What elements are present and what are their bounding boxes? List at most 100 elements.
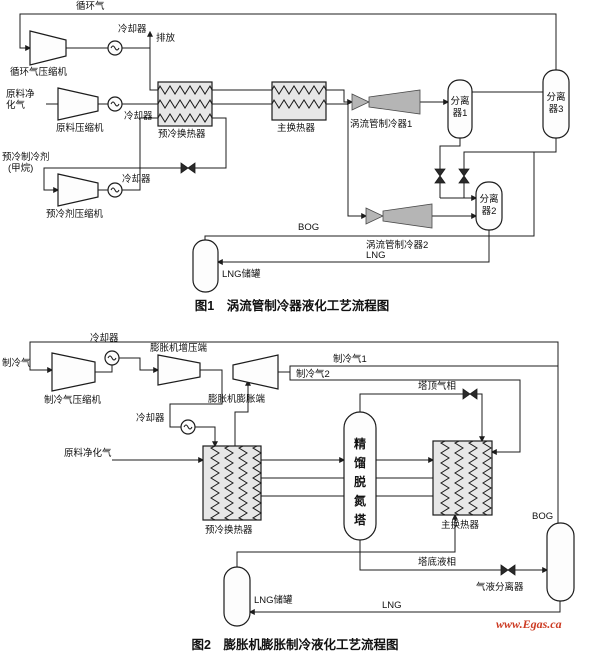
- label-recycle-compressor: 循环气压缩机: [10, 66, 68, 78]
- label-tower: 脱: [354, 474, 366, 489]
- label-expander-turbine: 膨胀机膨胀端: [208, 393, 266, 405]
- watermark: www.Egas.ca: [496, 617, 562, 631]
- label-separator-1: 器1: [453, 108, 468, 119]
- fig1-pipes: [19, 13, 557, 265]
- cooler-icon: [180, 419, 196, 435]
- label-tower-top-gas: 塔顶气相: [418, 380, 456, 392]
- fig2-pipes: [29, 341, 561, 615]
- precool-heat-exchanger: [202, 445, 262, 521]
- label-cooler: 冷却器: [124, 110, 153, 122]
- label-cooler: 冷却器: [118, 23, 147, 35]
- label-tower: 精: [354, 436, 366, 451]
- cooler-coil: [110, 187, 120, 193]
- label-cooler: 冷却器: [136, 412, 165, 424]
- vortex-tube-cooler-2: [382, 203, 433, 229]
- label-lng: LNG: [366, 250, 386, 261]
- hx-coil: [237, 445, 248, 521]
- hx-coil: [157, 84, 213, 95]
- hx-coil: [157, 112, 213, 123]
- label-main-hx: 主换热器: [277, 122, 316, 134]
- recycle-compressor-symbol: [29, 30, 67, 66]
- hx-coil: [271, 98, 327, 109]
- separator-3-vessel: [542, 69, 570, 139]
- lng-tank-vessel: [192, 239, 219, 293]
- cooler-icon: [104, 350, 120, 366]
- figure-2-caption: 图2 膨胀机膨胀制冷液化工艺流程图: [192, 637, 399, 652]
- label-separator-3: 分离: [546, 91, 565, 103]
- label-separator-3: 器3: [549, 104, 564, 115]
- label-precool-refrigerant: 预冷制冷剂: [2, 151, 50, 163]
- denitrogen-tower-vessel: [343, 411, 377, 541]
- label-refrigerant-compressor: 制冷气压缩机: [44, 394, 102, 406]
- label-cooler: 冷却器: [122, 173, 151, 185]
- label-vortex-cooler-2: 涡流管制冷器2: [366, 239, 428, 251]
- cooler-coil: [110, 101, 120, 107]
- label-precool-refrigerant: (甲烷): [8, 162, 33, 174]
- vortex-tube-cooler-1: [351, 93, 370, 111]
- fig1-labels: 循环气 冷却器 循环气压缩机 排放 原料净 化气 冷却器 原料压缩机 预冷制冷剂…: [2, 0, 566, 313]
- pipe-tower-top: [359, 393, 463, 412]
- label-precool-compressor: 预冷剂压缩机: [46, 208, 104, 220]
- label-separator-1: 分离: [450, 95, 469, 107]
- label-feed-compressor: 原料压缩机: [56, 122, 104, 134]
- hx-coil: [223, 445, 234, 521]
- label-tower: 塔: [354, 512, 367, 527]
- pipe: [149, 48, 158, 91]
- label-precool-hx: 预冷换热器: [205, 524, 253, 536]
- cooler-coil: [110, 45, 120, 51]
- label-separator-2: 分离: [479, 193, 498, 205]
- hx-coil: [453, 440, 464, 516]
- label-refrigerant-gas: 制冷气: [2, 357, 31, 369]
- pipe: [122, 117, 158, 191]
- cooler-icon: [107, 40, 123, 56]
- valve-icon: [434, 168, 446, 184]
- fig1-equipment: [29, 30, 570, 293]
- hx-coil: [439, 440, 450, 516]
- label-vent: 排放: [156, 32, 176, 44]
- pipe-lng: [248, 601, 561, 615]
- pipe: [326, 89, 354, 105]
- expander-turbine-symbol: [232, 354, 279, 390]
- figure-1-caption: 图1 涡流管制冷器液化工艺流程图: [195, 298, 389, 313]
- pipe: [95, 365, 113, 373]
- hx-coil: [271, 84, 327, 95]
- pipe-refrigerant-recycle: [29, 341, 559, 373]
- label-lng: LNG: [382, 600, 402, 611]
- pipe-lng: [216, 230, 490, 265]
- pipe-refrigerant-1: [278, 365, 558, 373]
- separator-2-vessel: [475, 181, 503, 231]
- separator-1-vessel: [447, 79, 473, 139]
- pipe-refrigerant-2: [289, 372, 521, 455]
- label-lng-tank: LNG储罐: [222, 268, 261, 280]
- label-feed-gas: 化气: [6, 99, 26, 111]
- valve-icon: [458, 168, 470, 184]
- hx-coil: [251, 445, 262, 521]
- valve-icon: [180, 162, 196, 174]
- gas-liquid-separator-vessel: [546, 522, 575, 602]
- label-feed-gas: 原料净: [6, 88, 35, 100]
- pipe-refrigerant-return: [43, 117, 227, 193]
- hx-coil: [481, 440, 492, 516]
- lng-tank-vessel: [223, 566, 251, 627]
- refrigerant-compressor-symbol: [51, 352, 96, 392]
- pipe: [169, 369, 223, 428]
- valve-icon: [462, 388, 478, 400]
- pipe: [119, 357, 160, 373]
- figure-1: 循环气 冷却器 循环气压缩机 排放 原料净 化气 冷却器 原料压缩机 预冷制冷剂…: [2, 0, 570, 313]
- label-tower-bottom-liquid: 塔底液相: [418, 556, 456, 568]
- pipe-bog: [204, 152, 535, 240]
- pipe: [439, 138, 461, 198]
- cooler-coil: [107, 355, 117, 361]
- label-recycle-gas: 循环气: [76, 0, 105, 12]
- label-cooler: 冷却器: [90, 332, 119, 344]
- fig2-labels: 冷却器 制冷气 制冷气压缩机 膨胀机增压端 膨胀机膨胀端 制冷气1 制冷气2 塔…: [2, 332, 562, 652]
- label-refrigerant-1: 制冷气1: [333, 353, 367, 365]
- cooler-icon: [107, 182, 123, 198]
- figure-2: 冷却器 制冷气 制冷气压缩机 膨胀机增压端 膨胀机膨胀端 制冷气1 制冷气2 塔…: [2, 332, 575, 652]
- vortex-tube-cooler-2: [365, 207, 384, 225]
- feed-compressor-symbol: [57, 87, 99, 121]
- label-lng-tank: LNG储罐: [254, 594, 293, 606]
- expander-booster-symbol: [157, 354, 201, 386]
- pipe: [326, 103, 368, 219]
